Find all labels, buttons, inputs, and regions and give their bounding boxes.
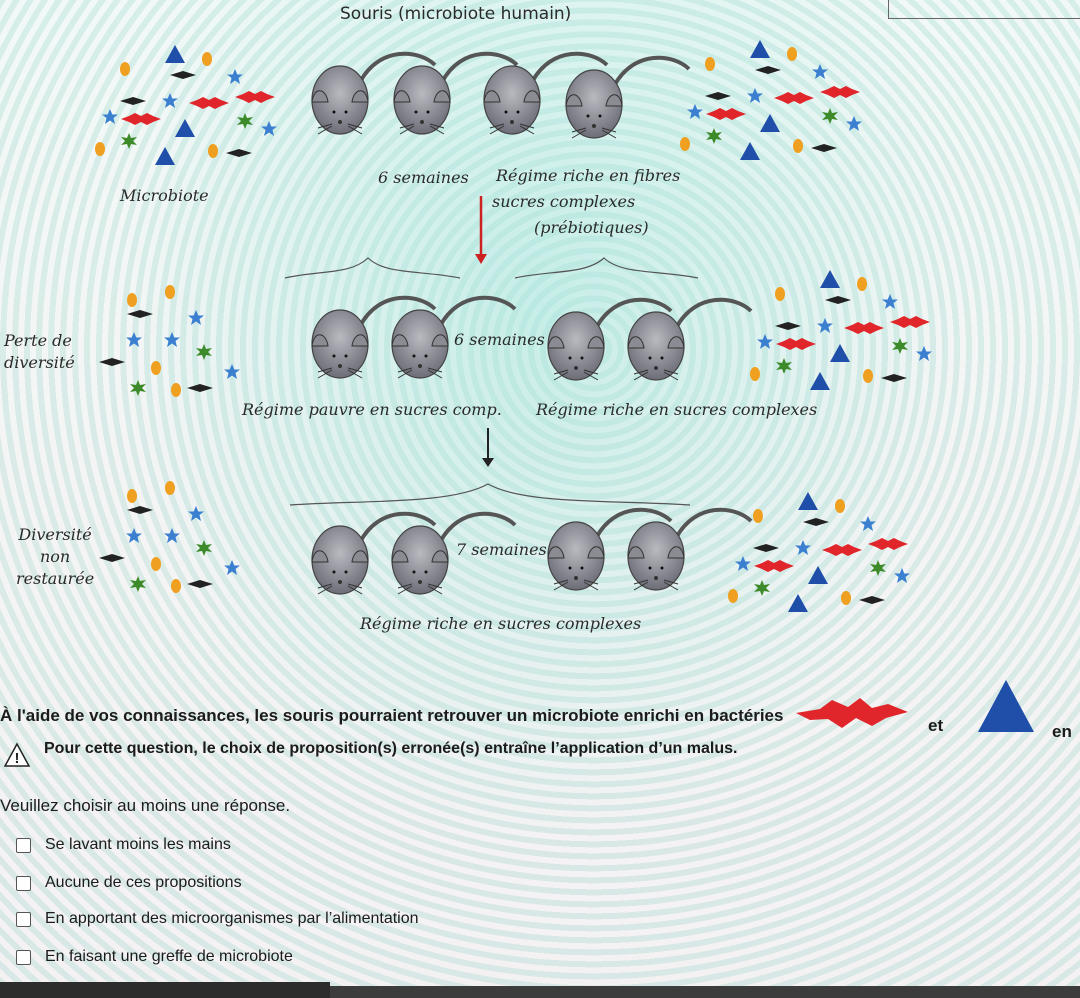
warning-triangle-icon: ! bbox=[4, 742, 30, 767]
step1-diet-line2: sucres complexes bbox=[492, 192, 636, 211]
option-checkbox[interactable] bbox=[16, 949, 31, 965]
diversity-not-restored-label: Diversité non restaurée bbox=[16, 524, 94, 590]
step1-diet-line1: Régime riche en fibres bbox=[496, 166, 681, 185]
label-line: Diversité bbox=[18, 525, 92, 544]
microbiote-cluster-poor-1 bbox=[99, 285, 240, 397]
question-and: et bbox=[928, 716, 944, 735]
option-checkbox[interactable] bbox=[16, 875, 31, 891]
step3-diet: Régime riche en sucres complexes bbox=[360, 614, 642, 633]
question-in: en bbox=[1052, 722, 1072, 741]
label-line: non bbox=[39, 547, 71, 566]
microbiote-cluster-top-right bbox=[680, 40, 862, 160]
microbiote-cluster-rich-1 bbox=[750, 270, 932, 390]
label-line: diversité bbox=[4, 353, 75, 372]
taskbar-left bbox=[0, 982, 330, 998]
label-line: restaurée bbox=[16, 569, 95, 588]
top-box-outline bbox=[888, 0, 1080, 19]
diagram-title: Souris (microbiote humain) bbox=[340, 4, 572, 24]
option-checkbox[interactable] bbox=[16, 837, 31, 853]
option-label: Aucune de ces propositions bbox=[45, 874, 242, 891]
option-label: Se lavant moins les mains bbox=[45, 836, 231, 853]
step2-duration: 6 semaines bbox=[454, 330, 545, 349]
option-checkbox[interactable] bbox=[16, 911, 31, 927]
arrow-2 bbox=[482, 428, 494, 467]
microbiote-cluster-rich-2 bbox=[728, 492, 910, 612]
option-label: En faisant une greffe de microbiote bbox=[45, 948, 293, 965]
diagram bbox=[0, 0, 1080, 690]
blue-bacteria-icon bbox=[978, 680, 1034, 732]
option-label: En apportant des microorganismes par l’a… bbox=[45, 910, 419, 927]
step1-duration: 6 semaines bbox=[378, 168, 469, 187]
microbiote-label: Microbiote bbox=[120, 186, 209, 205]
option-food-microorganisms[interactable]: En apportant des microorganismes par l’a… bbox=[16, 908, 419, 930]
question-text: À l'aide de vos connaissances, les souri… bbox=[0, 706, 784, 725]
step1-diet-line3: (prébiotiques) bbox=[534, 218, 649, 237]
answer-prompt: Veuillez choisir au moins une réponse. bbox=[0, 796, 291, 815]
red-bacteria-icon bbox=[796, 698, 908, 728]
svg-text:!: ! bbox=[15, 750, 20, 767]
step2-diet-poor: Régime pauvre en sucres comp. bbox=[242, 400, 502, 419]
step2-diet-rich: Régime riche en sucres complexes bbox=[536, 400, 818, 419]
split-brackets bbox=[284, 257, 699, 279]
mice-row-1 bbox=[310, 51, 691, 140]
microbiote-cluster-top-left bbox=[95, 45, 277, 165]
microbiote-cluster-poor-2 bbox=[99, 481, 240, 593]
step3-duration: 7 semaines bbox=[456, 540, 547, 559]
option-microbiota-transplant[interactable]: En faisant une greffe de microbiote bbox=[16, 946, 293, 968]
arrow-1 bbox=[475, 196, 487, 264]
malus-warning: Pour cette question, le choix de proposi… bbox=[44, 740, 738, 757]
bracket-2 bbox=[289, 483, 691, 506]
option-wash-hands-less[interactable]: Se lavant moins les mains bbox=[16, 834, 231, 856]
label-line: Perte de bbox=[4, 331, 72, 350]
option-none[interactable]: Aucune de ces propositions bbox=[16, 872, 242, 894]
taskbar-right bbox=[330, 986, 1080, 998]
loss-of-diversity-label: Perte de diversité bbox=[4, 330, 75, 374]
